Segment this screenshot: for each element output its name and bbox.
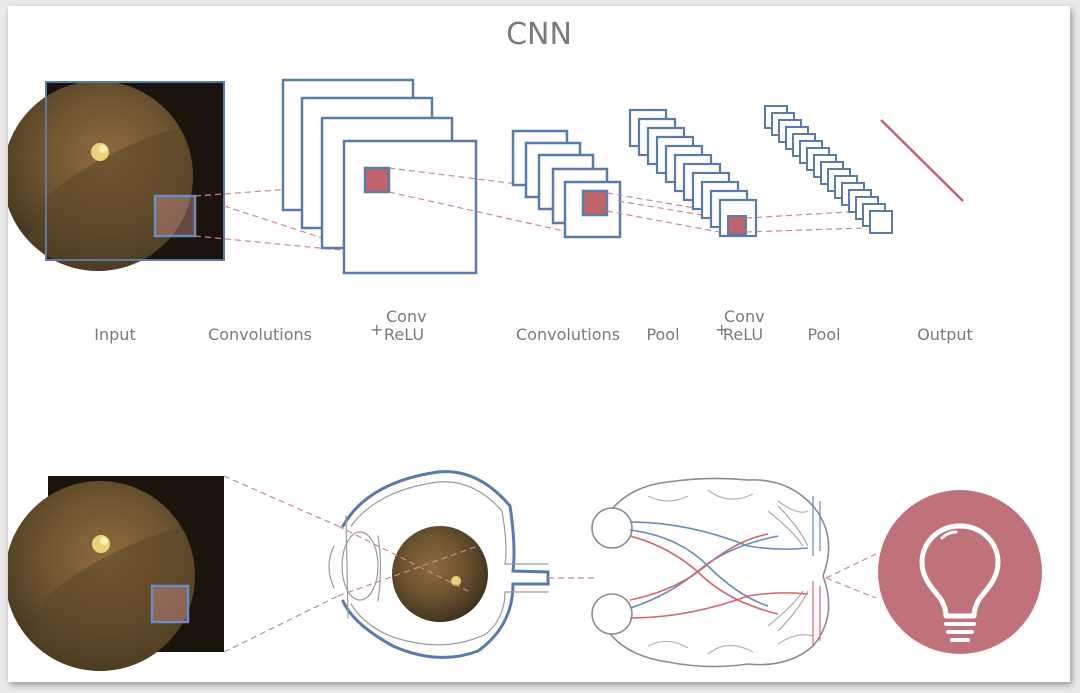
- lightbulb-icon: [878, 490, 1042, 654]
- conv1-patch: [363, 166, 391, 194]
- pool2-layer: [869, 210, 893, 234]
- output-line: [880, 119, 964, 202]
- retina-image: [392, 526, 488, 622]
- brain-icon: [591, 477, 830, 668]
- cnn-diagram: CNN: [8, 17, 1042, 671]
- slide-frame: CNN: [8, 6, 1070, 682]
- label-conv-1: Conv: [386, 307, 427, 326]
- label-relu-2: ReLU: [723, 325, 763, 344]
- conv2-patch: [581, 189, 609, 217]
- conv-stack-1: [281, 78, 478, 275]
- label-plus-2: +: [715, 320, 728, 339]
- pool-stack-2: [764, 105, 893, 234]
- label-convolutions-2: Convolutions: [516, 325, 620, 344]
- label-pool-1: Pool: [646, 325, 679, 344]
- image-to-eye-connectors: [223, 475, 339, 653]
- label-plus-1: +: [370, 320, 383, 339]
- label-input: Input: [94, 325, 135, 344]
- label-relu-1: ReLU: [384, 325, 424, 344]
- label-output: Output: [917, 325, 973, 344]
- label-convolutions-1: Convolutions: [208, 325, 312, 344]
- diagram-title: CNN: [506, 17, 572, 52]
- lens-connectors: [337, 525, 479, 597]
- brain-to-bulb-connectors: [825, 553, 877, 599]
- label-pool-2: Pool: [807, 325, 840, 344]
- conv-stack-2: [511, 129, 622, 239]
- input-image: [8, 81, 225, 271]
- eye-icon: [328, 470, 550, 659]
- label-conv-2: Conv: [724, 307, 765, 326]
- bottom-input-image: [8, 476, 224, 671]
- pool1-connectors: [745, 210, 866, 233]
- pool-stack-1: [628, 108, 758, 238]
- pool1-patch: [727, 215, 747, 235]
